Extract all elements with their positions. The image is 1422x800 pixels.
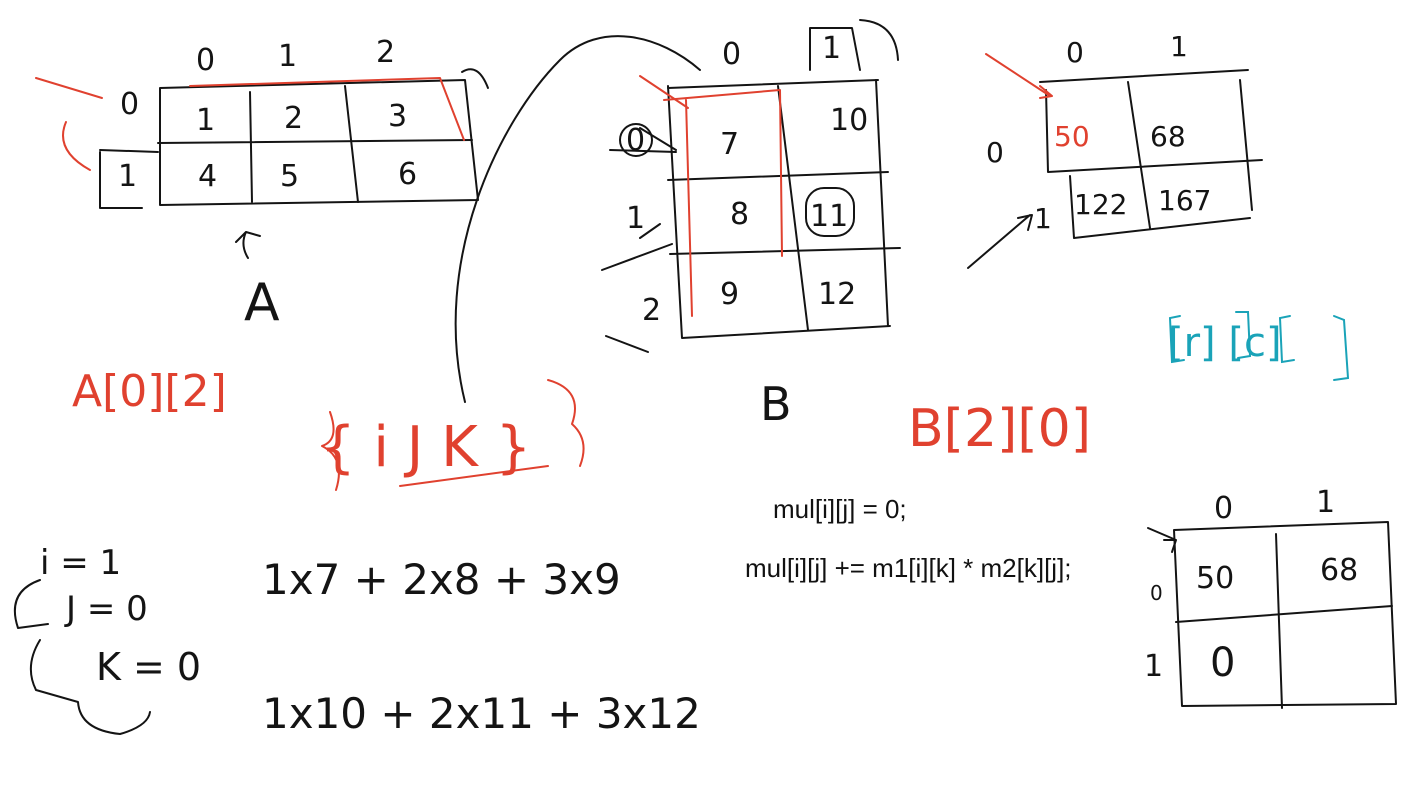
a-cell-0-1: 2 — [284, 101, 303, 136]
a-cell-0-2: 3 — [388, 99, 407, 134]
counter-k: K = 0 — [96, 645, 201, 689]
red-strokes — [35, 53, 1053, 171]
code-line-accumulate: mul[i][j] += m1[i][k] * m2[k][j]; — [745, 553, 1072, 583]
rb-row-index-1: 1 — [1144, 649, 1163, 684]
b-matrix-name: B — [760, 377, 792, 431]
counter-j: J = 0 — [64, 589, 148, 629]
b-access-label: B[2][0] — [908, 399, 1091, 459]
b-row-index-2: 2 — [642, 293, 661, 328]
b-cell-2-0: 9 — [720, 277, 739, 312]
loop-arrows — [13, 579, 151, 735]
loop-vars-label: { i J K } — [320, 415, 531, 480]
a-row-index-1: 1 — [118, 159, 137, 194]
rt-col-index-1: 1 — [1170, 30, 1188, 63]
expression-2: 1x10 + 2x11 + 3x12 — [262, 689, 701, 738]
dims-note: [r] [c] — [1168, 320, 1282, 366]
b-cell-1-1: 11 — [810, 199, 848, 234]
a-access-label: A[0][2] — [72, 366, 227, 417]
b-cell-2-1: 12 — [818, 277, 856, 312]
rb-cell-1-0: 0 — [1210, 640, 1235, 686]
a-col-index-2: 2 — [376, 35, 395, 70]
b-row-index-0: 0 — [626, 123, 645, 158]
a-col-index-0: 0 — [196, 43, 215, 78]
a-matrix-name: A — [244, 273, 280, 333]
b-row-index-1: 1 — [626, 201, 645, 236]
a-cell-1-2: 6 — [398, 157, 417, 192]
b-cell-1-0: 8 — [730, 197, 749, 232]
rt-cell-1-0: 122 — [1074, 188, 1127, 221]
expression-1: 1x7 + 2x8 + 3x9 — [262, 555, 621, 604]
a-row-index-0: 0 — [120, 87, 139, 122]
result-bottom-grid — [1147, 521, 1397, 709]
rt-row-index-0: 0 — [986, 136, 1004, 169]
arrow-to-a — [235, 231, 261, 259]
rt-cell-1-1: 167 — [1158, 184, 1211, 217]
result-top-grid — [967, 69, 1263, 269]
rb-cell-0-0: 50 — [1196, 561, 1234, 596]
rb-row-index-0: 0 — [1150, 581, 1163, 605]
rb-col-index-1: 1 — [1316, 485, 1335, 520]
rb-cell-0-1: 68 — [1320, 553, 1358, 588]
b-cell-0-1: 10 — [830, 103, 868, 138]
code-line-init: mul[i][j] = 0; — [773, 494, 907, 524]
a-cell-0-0: 1 — [196, 103, 215, 138]
a-cell-1-0: 4 — [198, 159, 217, 194]
a-col-index-1: 1 — [278, 39, 297, 74]
loop-vars-brace — [321, 379, 585, 491]
matrix-b-grid — [601, 19, 901, 353]
rb-col-index-0: 0 — [1214, 491, 1233, 526]
rt-cell-0-0: 50 — [1054, 120, 1090, 153]
rt-col-index-0: 0 — [1066, 36, 1084, 69]
a-cell-1-1: 5 — [280, 159, 299, 194]
b-col-index-1: 1 — [822, 31, 841, 66]
rt-cell-0-1: 68 — [1150, 120, 1186, 153]
connector-curve — [454, 35, 701, 403]
a-row0-highlight — [189, 77, 465, 141]
b-col0-highlight — [663, 89, 783, 317]
b-cell-0-0: 7 — [720, 127, 739, 162]
rt-row-index-1: 1 — [1034, 202, 1052, 235]
counter-i: i = 1 — [40, 543, 121, 583]
b-col-index-0: 0 — [722, 37, 741, 72]
